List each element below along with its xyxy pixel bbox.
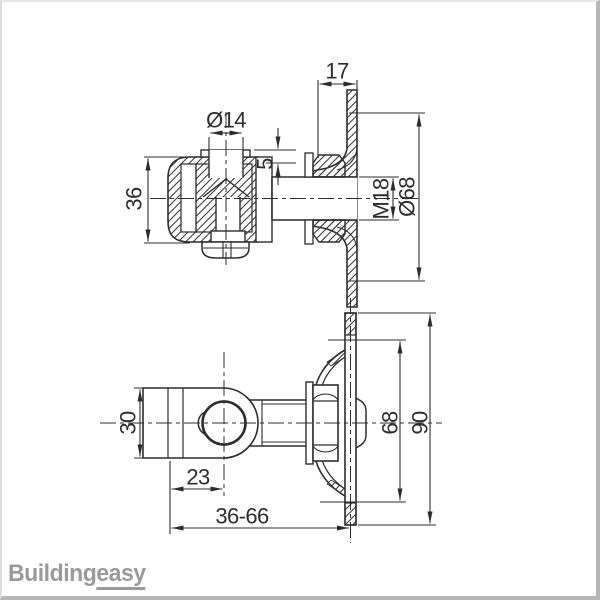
dim-range-36-66: 36-66 xyxy=(171,504,349,531)
dim-pin-diameter: Ø14 xyxy=(206,108,247,152)
watermark-part1: Building xyxy=(8,560,97,587)
dim-label-pin-diameter: Ø14 xyxy=(206,108,246,133)
bottom-view-front xyxy=(142,312,367,526)
dimensions: Ø14 17 36 5 M18 xyxy=(116,59,436,534)
dim-label-gap-5: 5 xyxy=(253,158,278,170)
threaded-shaft xyxy=(249,399,306,447)
dim-label-thread-m18: M18 xyxy=(369,178,394,219)
dim-label-flange-dia: Ø68 xyxy=(395,177,420,217)
watermark-part2-underlined: easy xyxy=(96,560,146,590)
buildingeasy-watermark: Buildingeasy xyxy=(8,560,146,590)
dim-label-plate-90: 90 xyxy=(408,411,433,435)
dim-label-offset-17: 17 xyxy=(325,59,349,84)
dim-plate-90: 90 xyxy=(358,312,436,526)
dim-label-eye-30: 30 xyxy=(116,411,141,435)
dim-label-holes-68: 68 xyxy=(378,411,403,435)
dim-holes-68: 68 xyxy=(320,339,406,503)
dim-label-eye-23: 23 xyxy=(186,465,210,490)
nut-and-washers xyxy=(304,152,346,245)
dim-flange-dia: Ø68 xyxy=(349,112,425,282)
dim-label-range-36-66: 36-66 xyxy=(215,504,269,529)
dim-offset-17: 17 xyxy=(317,59,358,158)
dim-thread-m18: M18 xyxy=(359,176,399,221)
hinge-eye xyxy=(142,387,259,459)
dim-eye-23: 23 xyxy=(169,461,223,534)
dim-label-bracket-36: 36 xyxy=(122,187,147,211)
dim-bracket-36: 36 xyxy=(122,156,190,244)
dim-eye-30: 30 xyxy=(116,387,146,459)
bolt-shaft xyxy=(271,176,357,221)
dim-gap-5: 5 xyxy=(253,128,296,185)
